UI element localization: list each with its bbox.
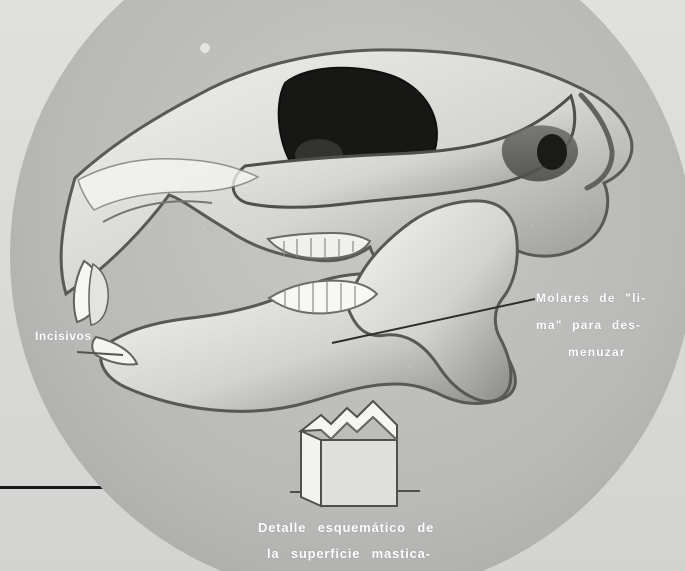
label-molares-line-3: menuzar [568, 346, 626, 358]
label-molares-line-2: ma" para des- [536, 319, 641, 331]
ear-opening [537, 134, 567, 170]
label-incisivos: Incisivos [35, 330, 92, 342]
caption-detalle-line-1: Detalle esquemático de [258, 521, 434, 534]
label-molares-line-1: Molares de "li- [536, 292, 646, 304]
caption-detalle-line-2: la superficie mastica- [267, 547, 431, 560]
